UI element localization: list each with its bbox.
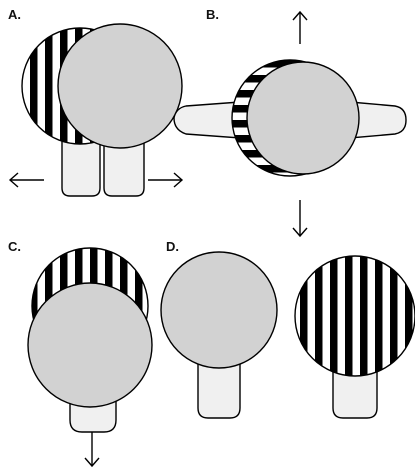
- arrow-down-icon: [85, 432, 99, 466]
- panel-label-d: D.: [166, 240, 179, 253]
- paddle-d-gray-handle: [198, 360, 240, 418]
- panel-label-a: A.: [8, 8, 21, 21]
- panel-b: [174, 12, 406, 236]
- arrow-left-icon: [10, 173, 44, 187]
- paddle-c-gray-disc: [28, 283, 152, 407]
- panel-d: [161, 252, 415, 418]
- panel-c: [28, 248, 152, 466]
- paddle-b-left-handle: [174, 102, 240, 138]
- paddle-d-striped-disc: [295, 256, 415, 376]
- paddle-a-right-gray-disc: [58, 24, 182, 148]
- panel-label-b: B.: [206, 8, 219, 21]
- panel-a: [10, 24, 182, 196]
- paddle-d-gray-disc: [161, 252, 277, 368]
- arrow-down-icon: [293, 200, 307, 236]
- arrow-up-icon: [293, 12, 307, 44]
- paddle-b-gray-disc: [247, 62, 359, 174]
- panel-label-c: C.: [8, 240, 21, 253]
- arrow-right-icon: [148, 173, 182, 187]
